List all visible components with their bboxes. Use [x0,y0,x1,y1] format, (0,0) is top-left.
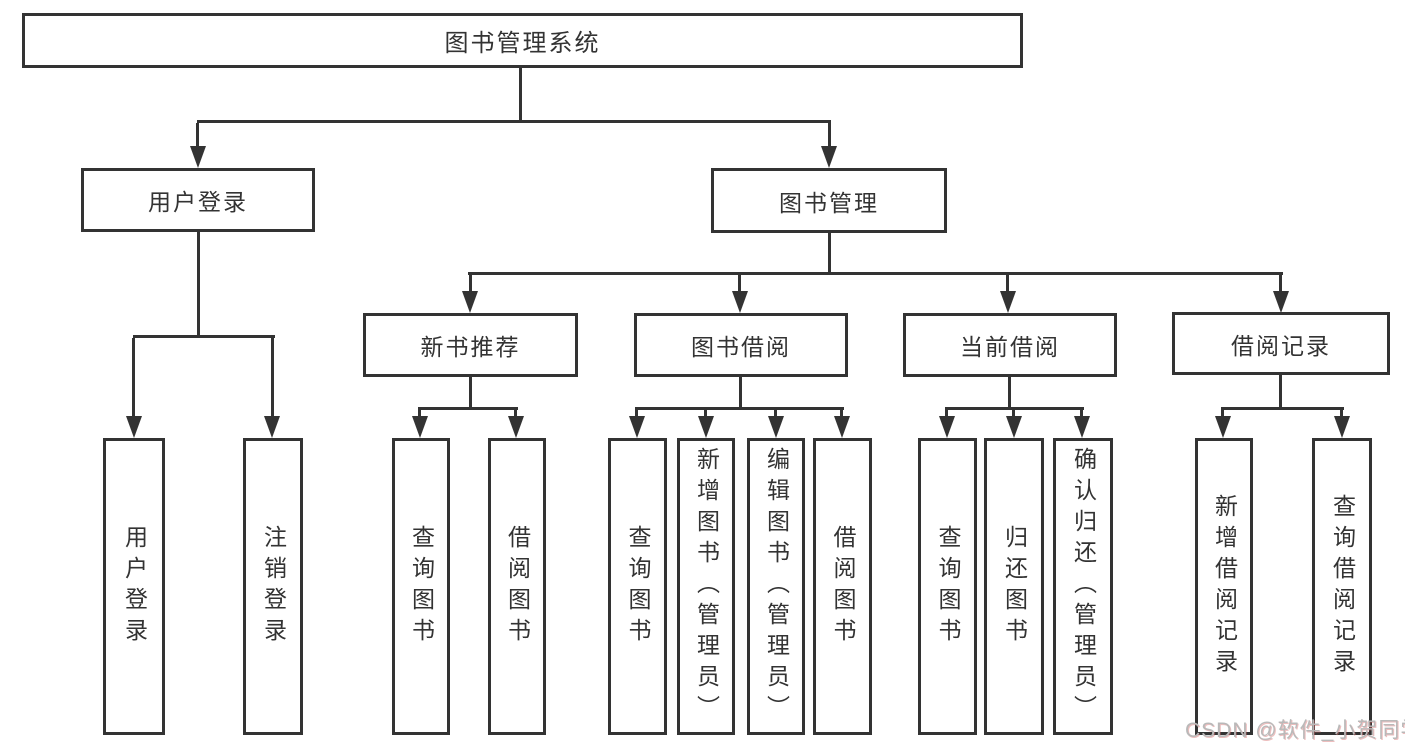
arrow-down-icon [732,291,748,313]
node-leaf-query-book-2-label: 查询图书 [625,524,651,649]
arrow-down-icon [698,416,714,438]
node-leaf-user-login: 用户登录 [103,438,165,735]
connector-rail [418,407,518,410]
connector-drop [704,409,707,418]
connector-drop [271,338,274,418]
node-leaf-user-login-label: 用户登录 [121,524,148,649]
connector-rail [1221,407,1344,410]
connector-drop [774,409,777,418]
node-leaf-borrow-book-1: 借阅图书 [488,438,546,735]
node-new-book-rec: 新书推荐 [363,313,578,377]
connector-rail [945,407,1084,410]
connector-drop [1340,409,1343,418]
connector-drop [196,123,199,149]
connector-drop [635,409,638,418]
connector-stem [1279,375,1282,410]
node-borrow-records-label: 借阅记录 [1231,332,1331,359]
connector-drop [945,409,948,418]
connector-drop [1012,409,1015,418]
node-leaf-borrow-book-2-label: 借阅图书 [830,524,856,649]
connector-rail [197,120,831,123]
node-leaf-add-borrow-record: 新增借阅记录 [1195,438,1253,735]
node-leaf-query-book-3-label: 查询图书 [935,524,961,649]
arrow-down-icon [508,416,524,438]
node-leaf-query-borrow-record-label: 查询借阅记录 [1329,493,1356,680]
node-leaf-edit-book: 编辑图书（管理员） [747,438,805,735]
connector-drop [132,338,135,418]
node-leaf-query-book-1: 查询图书 [392,438,450,735]
node-leaf-add-book: 新增图书（管理员） [677,438,735,735]
connector-stem [1008,377,1011,410]
node-leaf-borrow-book-2: 借阅图书 [813,438,872,735]
node-leaf-add-book-label: 新增图书（管理员） [693,447,720,726]
arrow-down-icon [768,416,784,438]
node-leaf-query-book-2: 查询图书 [608,438,667,735]
node-user-login-group: 用户登录 [81,168,315,232]
arrow-down-icon [821,146,837,168]
node-leaf-logout: 注销登录 [243,438,303,735]
node-current-borrow: 当前借阅 [903,313,1117,377]
node-leaf-query-borrow-record: 查询借阅记录 [1312,438,1372,735]
connector-stem [469,377,472,410]
connector-drop [1006,275,1009,293]
csdn-watermark: CSDN @软件_小贺同学 [1185,719,1405,742]
arrow-down-icon [1334,416,1350,438]
arrow-down-icon [1006,416,1022,438]
arrow-down-icon [629,416,645,438]
node-leaf-logout-label: 注销登录 [260,524,287,649]
node-current-borrow-label: 当前借阅 [960,334,1060,360]
connector-drop [1279,275,1282,293]
connector-stem [739,377,742,410]
connector-drop [840,409,843,418]
node-borrow-records: 借阅记录 [1172,312,1390,375]
connector-drop [469,275,472,293]
node-book-borrow-label: 图书借阅 [691,334,791,360]
arrow-down-icon [462,291,478,313]
connector-drop [1221,409,1224,418]
connector-drop [738,275,741,293]
node-root-label: 图书管理系统 [444,30,601,57]
arrow-down-icon [1215,416,1231,438]
arrow-down-icon [834,416,850,438]
connector-rail [133,335,275,338]
node-leaf-borrow-book-1-label: 借阅图书 [504,524,531,649]
connector-rail [468,272,1283,275]
node-book-borrow: 图书借阅 [634,313,848,377]
connector-stem [519,68,522,122]
node-leaf-confirm-return: 确认归还（管理员） [1053,438,1113,735]
connector-drop [828,123,831,149]
node-leaf-add-borrow-record-label: 新增借阅记录 [1211,493,1238,680]
connector-drop [1080,409,1083,418]
connector-rail [635,407,844,410]
node-book-mgmt-group-label: 图书管理 [779,189,879,216]
node-user-login-group-label: 用户登录 [148,189,248,215]
node-leaf-edit-book-label: 编辑图书（管理员） [763,447,790,726]
node-new-book-rec-label: 新书推荐 [420,334,521,360]
arrow-down-icon [264,416,280,438]
connector-drop [514,409,517,418]
arrow-down-icon [126,416,142,438]
connector-stem [828,233,831,275]
node-leaf-return-book: 归还图书 [984,438,1044,735]
arrow-down-icon [939,416,955,438]
node-book-mgmt-group: 图书管理 [711,168,947,233]
node-root: 图书管理系统 [22,13,1023,68]
node-leaf-query-book-3: 查询图书 [918,438,977,735]
arrow-down-icon [1074,416,1090,438]
node-leaf-confirm-return-label: 确认归还（管理员） [1070,447,1097,726]
arrow-down-icon [412,416,428,438]
arrow-down-icon [1000,291,1016,313]
arrow-down-icon [1273,291,1289,313]
node-leaf-return-book-label: 归还图书 [1001,524,1028,649]
connector-stem [197,232,200,338]
node-leaf-query-book-1-label: 查询图书 [408,524,435,649]
arrow-down-icon [190,146,206,168]
connector-drop [418,409,421,418]
